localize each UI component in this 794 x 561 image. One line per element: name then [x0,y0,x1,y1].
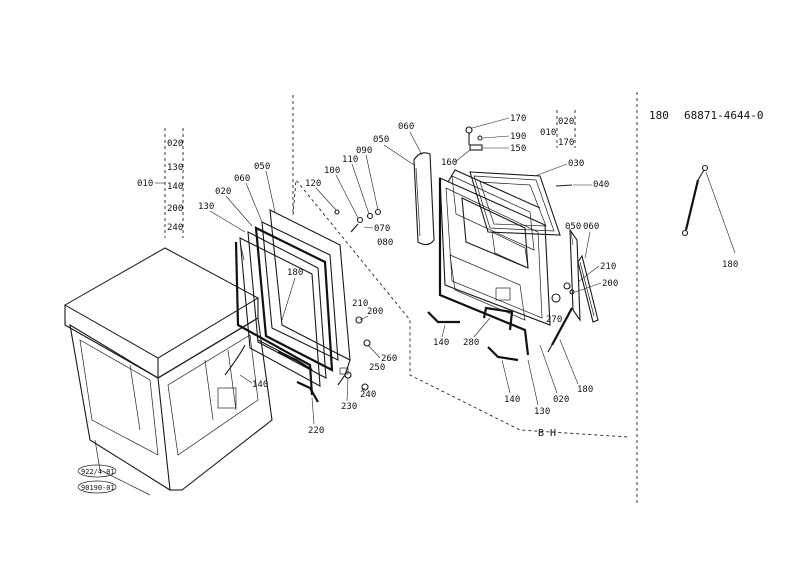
stamp-2: 90190-01 [77,480,117,494]
svg-text:922/4-01: 922/4-01 [81,468,115,476]
left-callout-stack: 020 130 140 200 240 010 [137,128,184,238]
callout-110: 110 [342,155,358,165]
fastener-cluster [334,208,382,233]
callout-100: 100 [324,166,340,176]
callout-020-frame: 020 [215,187,231,197]
callout-240-left: 240 [167,223,183,233]
gas-strut-rear [551,307,573,346]
callout-010-right: 010 [540,128,556,138]
callout-140-rear-b: 140 [504,395,520,405]
callout-240-mid: 240 [360,390,376,400]
callout-130-rear: 130 [534,407,550,417]
door-frame-assembly [234,209,351,396]
part-number: 68871-4644-0 [684,109,763,122]
callout-020-left: 020 [167,139,183,149]
callout-210-side: 210 [600,262,616,272]
callout-130-frame: 130 [198,202,214,212]
side-seals [551,228,599,323]
top-hardware [465,126,483,151]
hinge-hardware [344,316,371,391]
callout-200-side: 200 [602,279,618,289]
callout-120: 120 [305,179,321,189]
handle-140-rear-b [487,346,519,362]
callout-170-right: 170 [558,138,574,148]
svg-text:90190-01: 90190-01 [81,484,115,492]
callout-050-side: 050 [565,222,581,232]
callout-200-left: 200 [167,204,183,214]
callout-030: 030 [568,159,584,169]
callout-250: 250 [369,363,385,373]
callout-280: 280 [463,338,479,348]
callout-060-side: 060 [583,222,599,232]
right-callout-stack: 020 170 010 [540,110,576,148]
callout-080: 080 [377,238,393,248]
callout-160: 160 [441,158,457,168]
callout-070: 070 [374,224,390,234]
callout-180-strut: 180 [722,260,738,270]
callout-140-rear-a: 140 [433,338,449,348]
callout-020-rear: 020 [553,395,569,405]
gas-strut-180 [681,164,709,237]
callout-050-rear: 050 [373,135,389,145]
cab-assembly [63,247,273,496]
handle-140-rear-a [427,311,460,324]
callout-180-rear: 180 [577,385,593,395]
reference-number: 180 [649,109,669,122]
callout-210-mid: 210 [352,299,368,309]
callout-060-rear: 060 [398,122,414,132]
screw-040 [555,184,573,187]
callout-140-left: 140 [167,182,183,192]
callout-170: 170 [510,114,526,124]
callout-260: 260 [381,354,397,364]
stamp-1: 922/4-01 [77,464,117,478]
callout-150: 150 [510,144,526,154]
callout-230: 230 [341,402,357,412]
callout-200-mid: 200 [367,307,383,317]
callout-060-frame: 060 [234,174,250,184]
handle-140 [277,350,313,371]
bh-label: B H [538,428,556,439]
callout-010-left: 010 [137,179,153,189]
bh-boundary-line [292,178,629,438]
handle-220 [296,381,319,403]
handle-280 [482,306,514,331]
callout-270: 270 [546,315,562,325]
callout-040: 040 [593,180,609,190]
callout-190: 190 [510,132,526,142]
callout-140-frame: 140 [252,380,268,390]
callout-220: 220 [308,426,324,436]
callout-020-right: 020 [558,117,574,127]
callout-050-frame: 050 [254,162,270,172]
rear-window-frame [413,152,561,356]
callout-130-left: 130 [167,163,183,173]
callout-180-frame: 180 [287,268,303,278]
callout-090: 090 [356,146,372,156]
